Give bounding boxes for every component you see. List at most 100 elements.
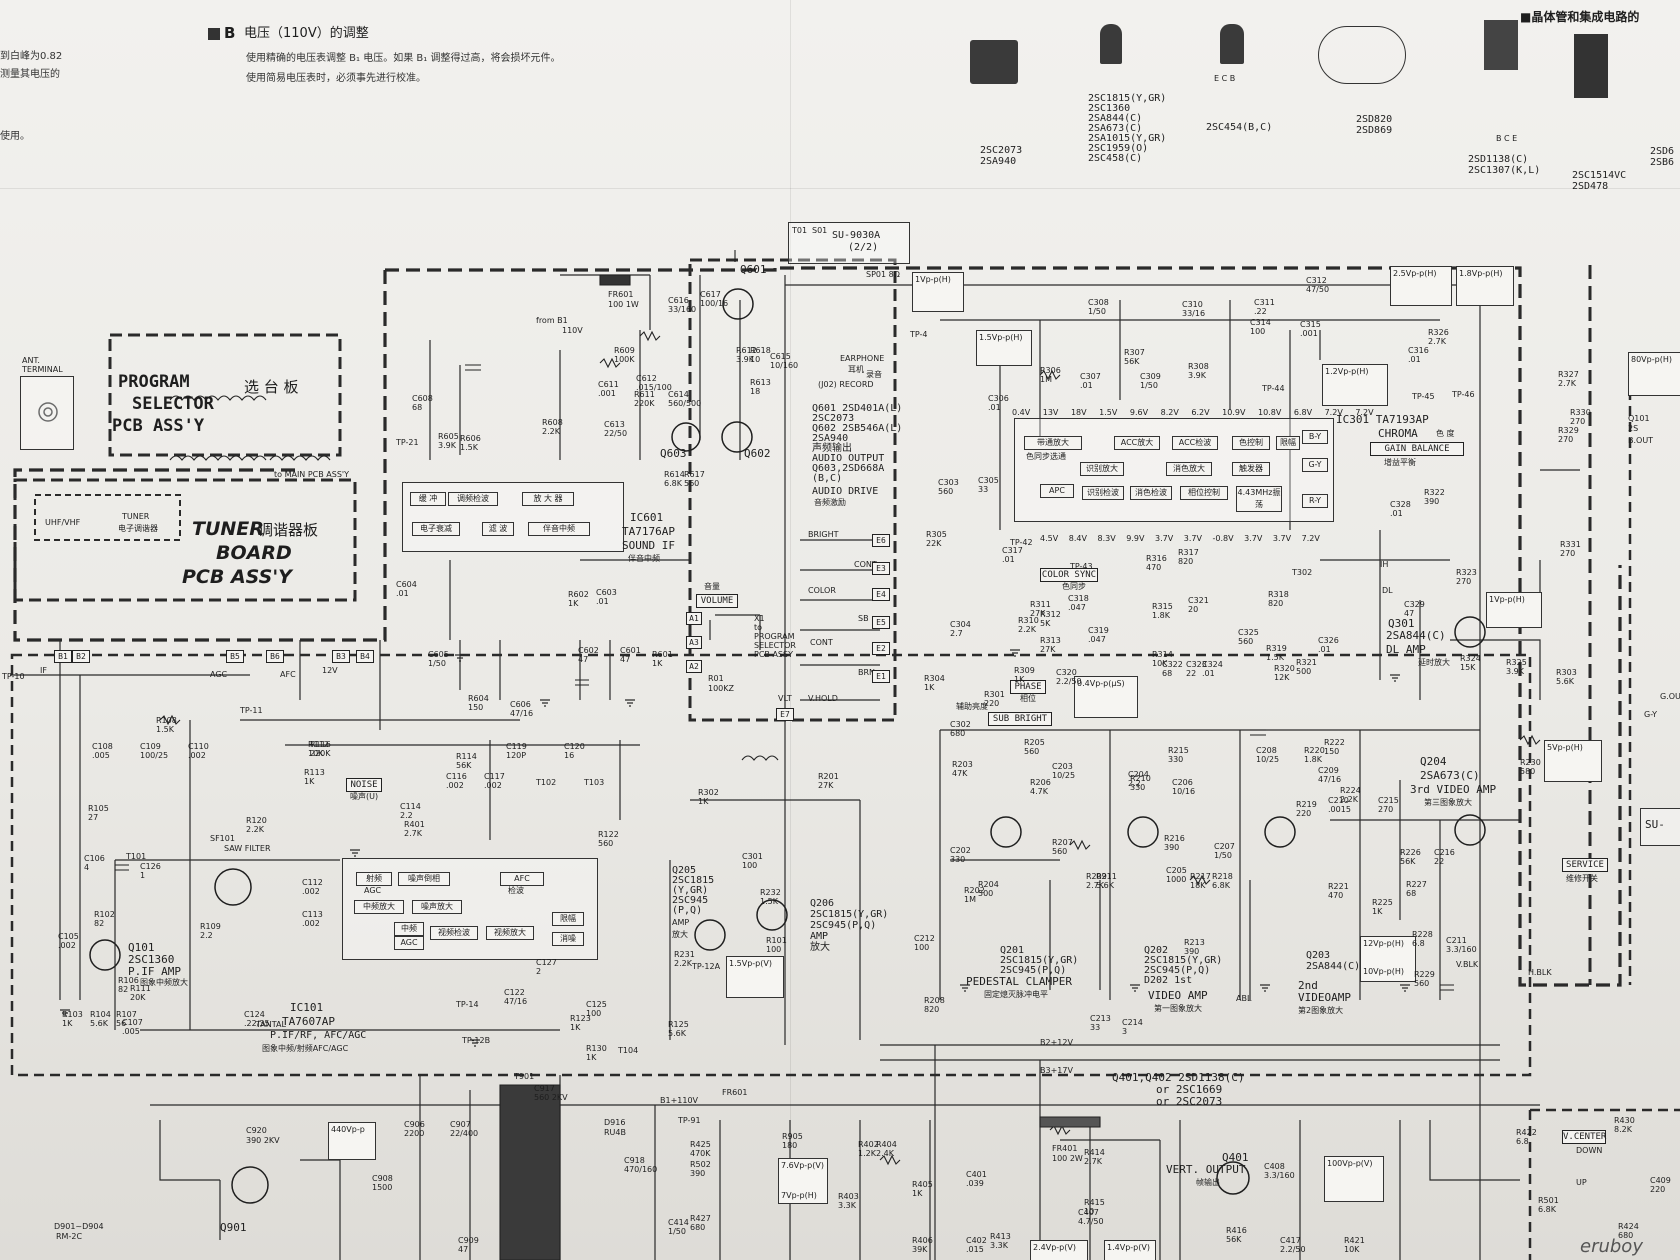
- capacitor-value: 33/160: [668, 305, 697, 314]
- color-sync-tag: COLOR SYNC: [1040, 568, 1098, 582]
- capacitor-value: .01: [1202, 669, 1215, 678]
- ic101-cell: 射频: [356, 872, 392, 886]
- resistor-value: 820: [1268, 599, 1284, 608]
- resistor-value: 3.3K: [838, 1201, 856, 1210]
- resistor-value: 2.7K: [1086, 881, 1104, 890]
- resistor-ref: R224: [1340, 786, 1361, 795]
- capacitor-value: 47/16: [504, 997, 528, 1006]
- capacitor-label: C110.002: [188, 742, 209, 760]
- resistor-ref: R318: [1268, 590, 1289, 599]
- dl-dl: DL: [1382, 586, 1393, 595]
- resistor-value: 1.8K: [1152, 611, 1170, 620]
- capacitor-value: 560 2KV: [534, 1093, 568, 1102]
- capacitor-value: 330: [950, 855, 966, 864]
- waveform-5vpp: 5Vp-p(H): [1544, 740, 1602, 782]
- waveform-15vppv: 1.5Vp-p(V): [726, 956, 784, 998]
- resistor-value: 220: [984, 699, 1000, 708]
- capacitor-ref: C304: [950, 620, 971, 629]
- connector-a3: A3: [686, 636, 702, 649]
- resistor-ref: R321: [1296, 658, 1317, 667]
- resistor-value: 3.9K: [438, 441, 456, 450]
- capacitor-value: 560/500: [668, 399, 702, 408]
- resistor-value: 5.6K: [1556, 677, 1574, 686]
- resistor-ref: R232: [760, 888, 781, 897]
- capacitor-value: .002: [302, 919, 320, 928]
- resistor-ref: R421: [1344, 1236, 1365, 1245]
- resistor-value: 1K: [62, 1019, 73, 1028]
- q901-ref: Q901: [220, 1221, 247, 1234]
- connector-e6: E6: [872, 534, 890, 547]
- ic601-cell: 调频检波: [448, 492, 498, 506]
- capacitor-ref: C213: [1090, 1014, 1111, 1023]
- capacitor-value: 1/50: [1214, 851, 1232, 860]
- capacitor-ref: C109: [140, 742, 161, 751]
- transistor-q203: [1264, 816, 1296, 848]
- saw-filter: [214, 868, 252, 906]
- r01-val: 100KZ: [708, 684, 734, 693]
- resistor-value: 560: [1024, 747, 1040, 756]
- q204-part: 2SA673(C): [1420, 769, 1480, 782]
- resistor-ref: R604: [468, 694, 489, 703]
- resistor-ref: R617: [684, 470, 705, 479]
- ic601-cn: 伴音中频: [628, 554, 660, 563]
- q201-cn: 固定熄灭脉冲电平: [984, 990, 1048, 999]
- capacitor-value: 16: [564, 751, 575, 760]
- capacitor-label: C401.039: [966, 1170, 987, 1188]
- waveform-25vpp: 2.5Vp-p(H): [1390, 266, 1452, 306]
- resistor-value: 5.6K: [90, 1019, 108, 1028]
- resistor-value: 270: [1558, 435, 1574, 444]
- capacitor-value: 2200: [404, 1129, 425, 1138]
- capacitor-value: .01: [1408, 355, 1421, 364]
- resistor-value: 6.8K: [1212, 881, 1230, 890]
- capacitor-ref: C601: [620, 646, 641, 655]
- capacitor-value: .002: [188, 751, 206, 760]
- s01-label: S01: [812, 226, 828, 235]
- connector-e4: E4: [872, 588, 890, 601]
- ic301-cell: ACC放大: [1114, 436, 1160, 450]
- resistor-ref: R108: [156, 716, 177, 725]
- ic301-cell: 识别检波: [1082, 486, 1124, 500]
- capacitor-ref: C615: [770, 352, 791, 361]
- audio-control-outline: [688, 258, 897, 722]
- capacitor-ref: C617: [700, 290, 721, 299]
- resistor-value: 6.8K: [664, 479, 682, 488]
- capacitor-value: 270: [1378, 805, 1394, 814]
- resistor-value: 27K: [1030, 609, 1046, 618]
- paper-fold-line: [790, 0, 791, 1260]
- resistor-ref: R205: [1024, 738, 1045, 747]
- from-b1-label: from B1: [536, 316, 568, 325]
- ic101-cell-sub: 检波: [508, 886, 524, 895]
- waveform-100: 100Vp-p(V): [1324, 1156, 1384, 1202]
- capacitor-value: 2.2: [400, 811, 413, 820]
- resistor-ref: R209: [1086, 872, 1107, 881]
- capacitor-ref: C311: [1254, 298, 1275, 307]
- resistor-value: 270: [1570, 417, 1586, 426]
- capacitor-ref: C106: [84, 854, 105, 863]
- capacitor-ref: C407: [1078, 1208, 1099, 1217]
- capacitor-value: .005: [92, 751, 110, 760]
- resistor-value: 3.3K: [990, 1241, 1008, 1250]
- volume-tag: VOLUME: [696, 594, 738, 608]
